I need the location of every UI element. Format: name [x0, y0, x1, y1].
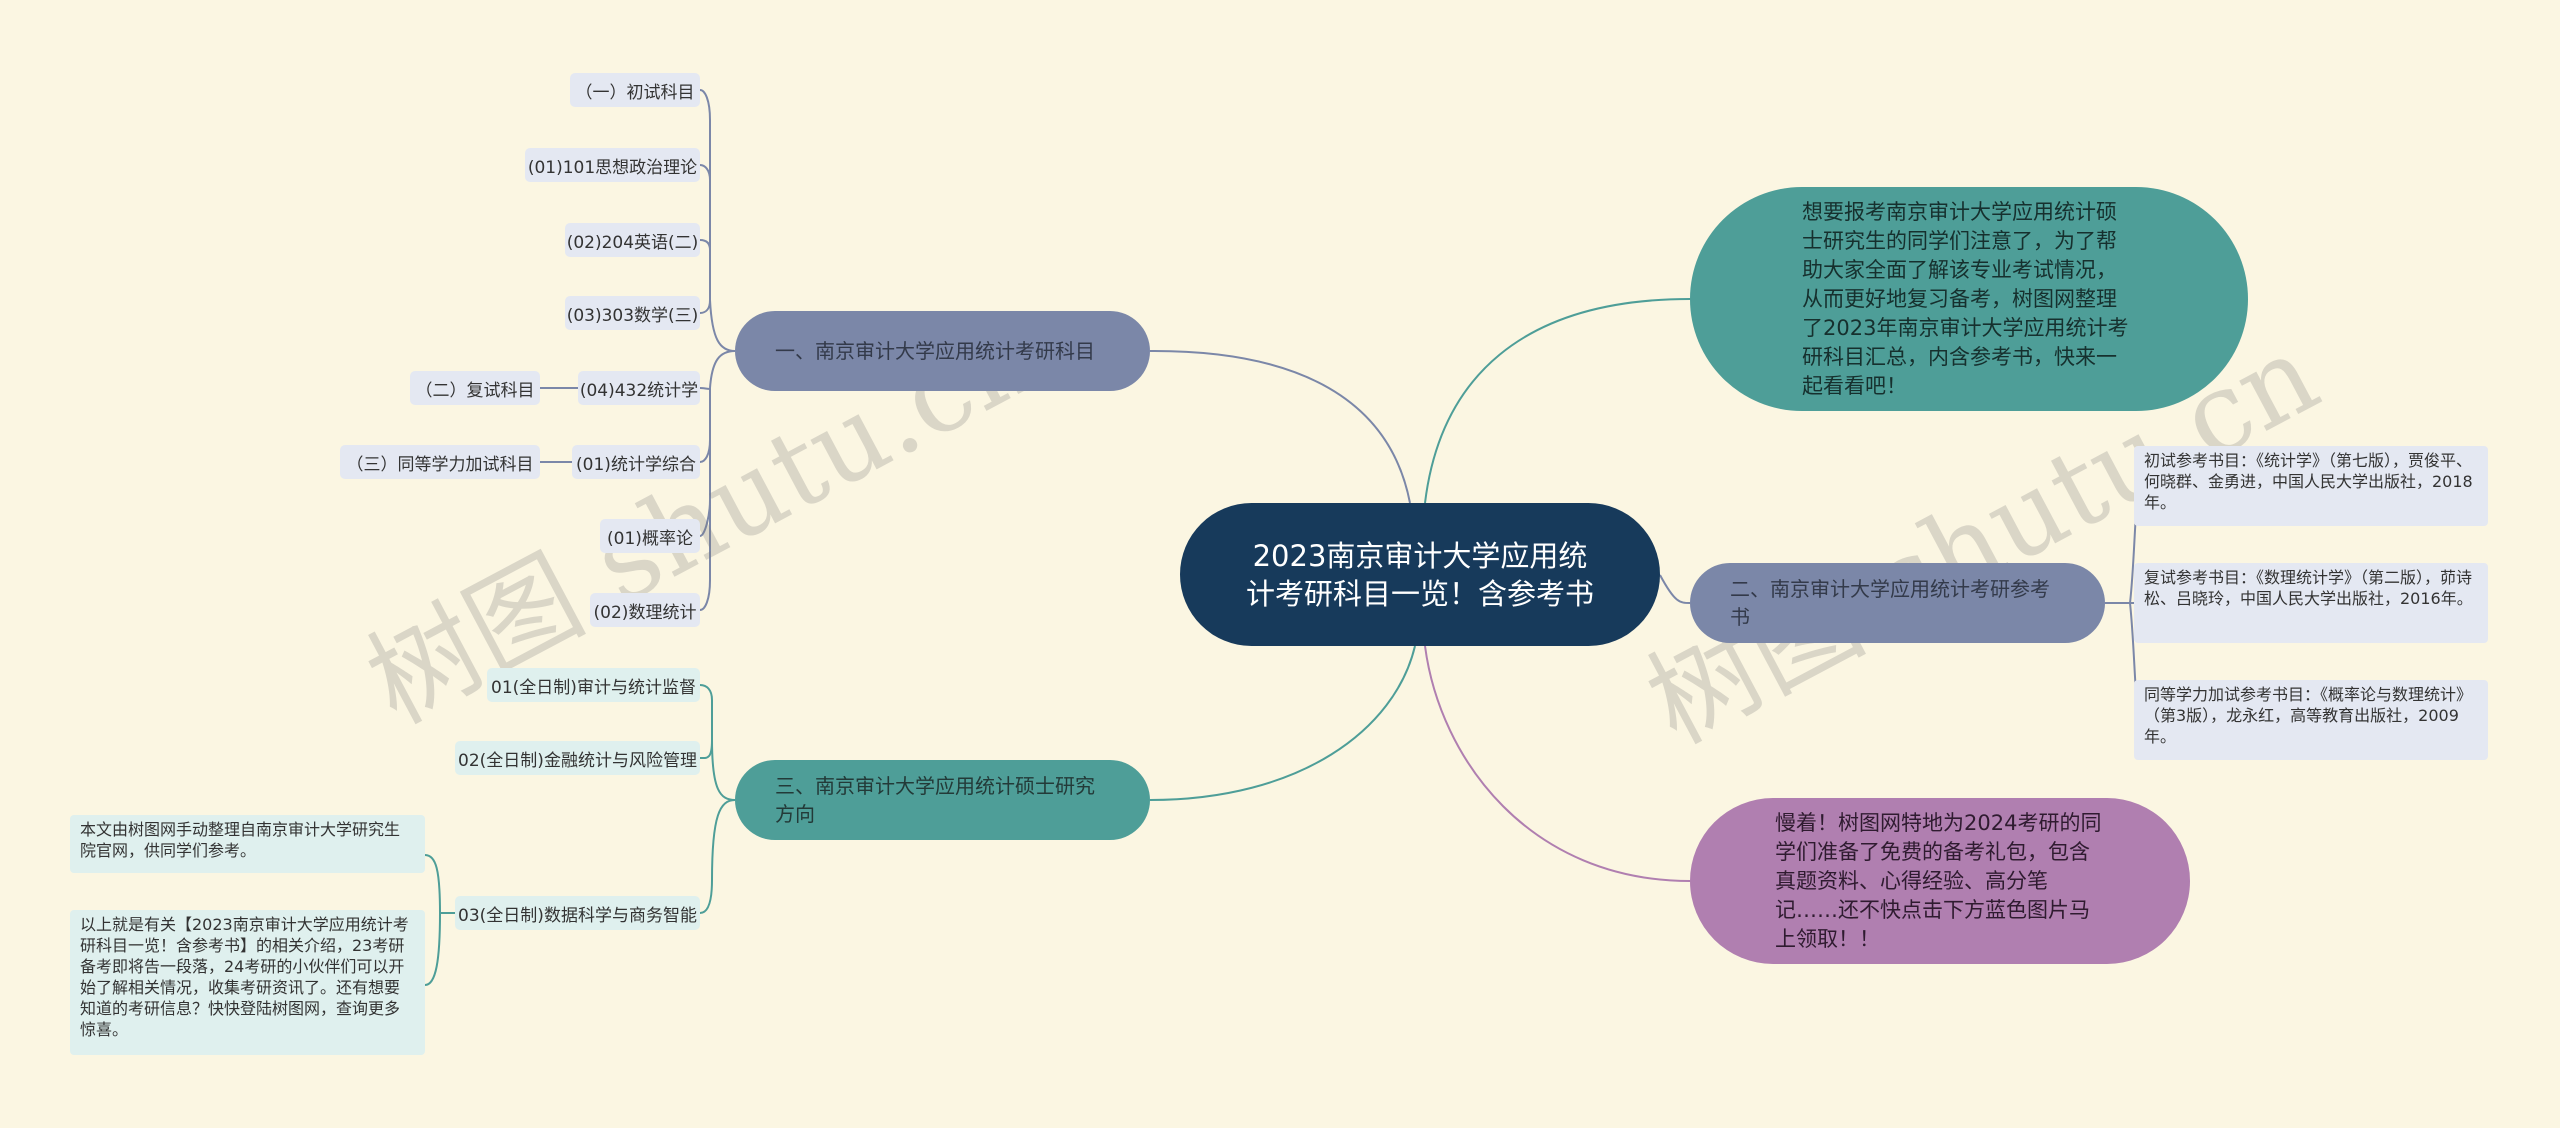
book-retest[interactable]: 复试参考书目：《数理统计学》（第二版），茆诗松、吕晓玲，中国人民大学出版社，20…: [2134, 563, 2488, 643]
link-center-branch1: [1149, 349, 1411, 504]
leaf-statistics-432[interactable]: (04)432统计学: [578, 371, 700, 405]
branch-exam-subjects[interactable]: 一、南京审计大学应用统计考研科目: [735, 311, 1150, 391]
branch-research-directions-label: 三、南京审计大学应用统计硕士研究方向: [775, 774, 1095, 826]
direction-data-science[interactable]: 03(全日制)数据科学与商务智能: [455, 896, 700, 930]
central-topic[interactable]: 2023南京审计大学应用统计考研科目一览！含参考书: [1180, 503, 1660, 646]
intro-bubble[interactable]: 想要报考南京审计大学应用统计硕士研究生的同学们注意了，为了帮助大家全面了解该专业…: [1690, 187, 2248, 411]
branch-exam-subjects-label: 一、南京审计大学应用统计考研科目: [775, 339, 1095, 363]
leaf-probability[interactable]: (01)概率论: [600, 519, 700, 553]
leaf-prelim-subjects[interactable]: （一）初试科目: [570, 73, 700, 107]
leaf-politics[interactable]: (01)101思想政治理论: [525, 148, 700, 182]
leaf-english[interactable]: (02)204英语(二): [565, 223, 700, 257]
link-center-promo: [1424, 645, 1691, 882]
branch-research-directions[interactable]: 三、南京审计大学应用统计硕士研究方向: [735, 760, 1150, 840]
leaf-statistics-synthesis[interactable]: (01)统计学综合: [572, 445, 700, 479]
book-prelim[interactable]: 初试参考书目：《统计学》（第七版），贾俊平、何晓群、金勇进，中国人民大学出版社，…: [2134, 446, 2488, 526]
link-center-branch2: [1659, 574, 1691, 604]
leaf-equivalent-subjects[interactable]: （三）同等学力加试科目: [340, 445, 540, 479]
promo-bubble[interactable]: 慢着！树图网特地为2024考研的同学们准备了免费的备考礼包，包含真题资料、心得经…: [1690, 798, 2190, 964]
leaf-retest-subjects[interactable]: （二）复试科目: [410, 371, 540, 405]
leaf-math[interactable]: (03)303数学(三): [565, 296, 700, 330]
branch-reference-books[interactable]: 二、南京审计大学应用统计考研参考书: [1690, 563, 2105, 643]
direction-finance[interactable]: 02(全日制)金融统计与风险管理: [455, 741, 700, 775]
link-center-branch3: [1149, 645, 1416, 801]
intro-text: 想要报考南京审计大学应用统计硕士研究生的同学们注意了，为了帮助大家全面了解该专业…: [1802, 199, 2129, 398]
note-source: 本文由树图网手动整理自南京审计大学研究生院官网，供同学们参考。: [70, 815, 425, 873]
central-topic-text: 2023南京审计大学应用统计考研科目一览！含参考书: [1245, 538, 1594, 611]
leaf-mathematical-statistics[interactable]: (02)数理统计: [590, 593, 700, 627]
promo-text: 慢着！树图网特地为2024考研的同学们准备了免费的备考礼包，包含真题资料、心得经…: [1775, 810, 2102, 951]
direction-audit[interactable]: 01(全日制)审计与统计监督: [487, 668, 700, 702]
book-equivalent[interactable]: 同等学力加试参考书目：《概率论与数理统计》（第3版），龙永红，高等教育出版社，2…: [2134, 680, 2488, 760]
note-summary: 以上就是有关【2023南京审计大学应用统计考研科目一览！含参考书】的相关介绍，2…: [70, 910, 425, 1055]
link-center-intro: [1424, 298, 1691, 504]
branch-reference-books-label: 二、南京审计大学应用统计考研参考书: [1730, 577, 2050, 629]
